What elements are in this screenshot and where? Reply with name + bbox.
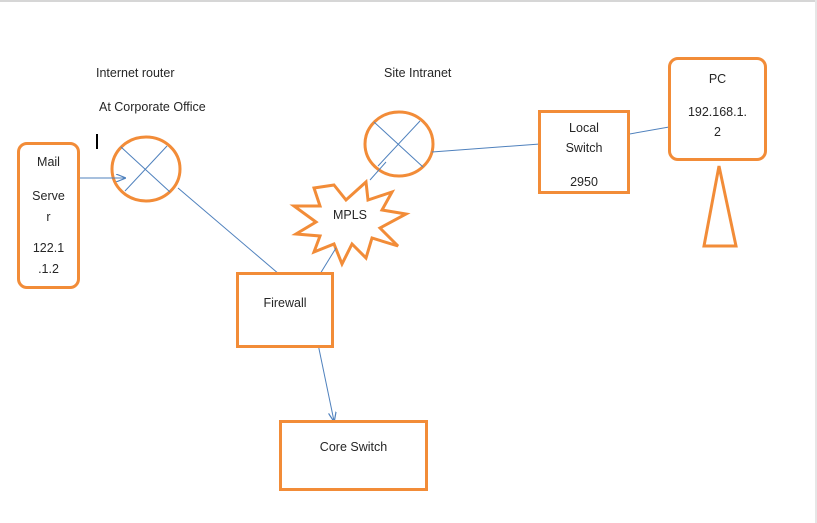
firewall-label: Firewall <box>263 296 307 310</box>
local-switch-line1: Local <box>569 121 599 135</box>
mpls-cloud-icon <box>289 178 411 268</box>
link-router-to-firewall <box>177 187 293 286</box>
mpls-label: MPLS <box>332 208 368 222</box>
text-cursor <box>96 134 98 149</box>
internet-router-label: Internet router <box>96 66 175 80</box>
site-router-icon <box>363 110 435 178</box>
mail-server-line3: r <box>46 210 51 224</box>
site-intranet-label: Site Intranet <box>384 66 452 80</box>
pc-stand-icon <box>702 165 738 248</box>
right-border <box>815 0 817 523</box>
mail-server-line1: Mail <box>37 155 60 169</box>
corporate-office-label: At Corporate Office <box>99 100 206 114</box>
link-site-router-to-mpls <box>369 161 387 181</box>
pc-ip2: 2 <box>714 125 721 139</box>
local-switch-line2: Switch <box>565 141 603 155</box>
pc-ip1: 192.168.1. <box>687 105 748 119</box>
local-switch-node: Local Switch 2950 <box>538 110 630 194</box>
network-links <box>80 124 686 421</box>
mail-server-line2: Serve <box>32 189 65 203</box>
mail-server-node: Mail Serve r 122.1 .1.2 <box>17 142 80 289</box>
link-firewall-to-core-switch <box>317 343 334 421</box>
link-site-router-to-local-switch <box>431 143 541 153</box>
pc-title: PC <box>708 72 727 86</box>
pc-node: PC 192.168.1. 2 <box>668 57 767 161</box>
mail-server-ip1: 122.1 <box>32 241 65 255</box>
internet-router-icon <box>110 135 182 203</box>
firewall-node: Firewall <box>236 272 334 348</box>
mail-server-ip2: .1.2 <box>38 262 59 276</box>
local-switch-model: 2950 <box>570 175 598 189</box>
core-switch-label: Core Switch <box>319 440 388 454</box>
core-switch-node: Core Switch <box>279 420 428 491</box>
top-border <box>0 0 817 2</box>
